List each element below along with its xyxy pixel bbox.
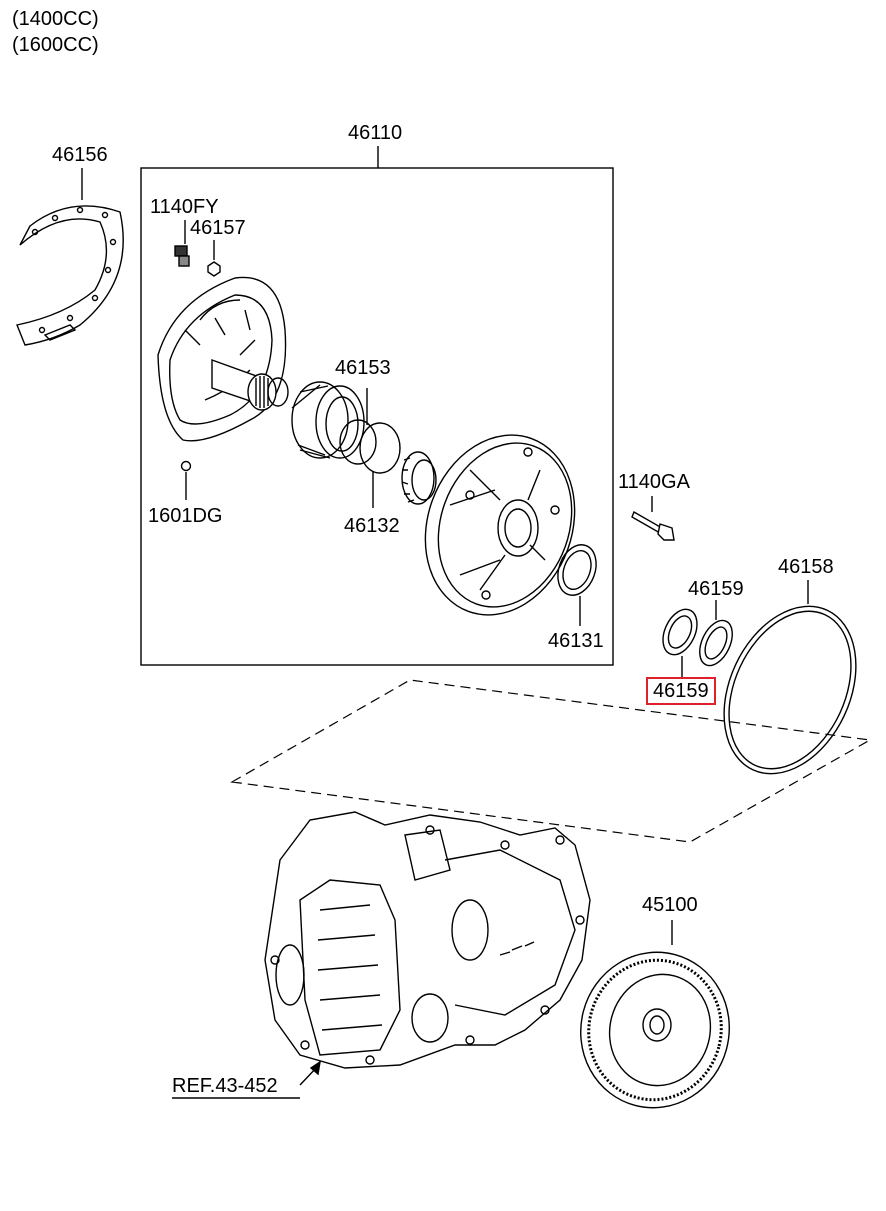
pump-cover: [424, 434, 576, 616]
seal-46159-b: [662, 608, 698, 656]
label-1140FY[interactable]: 1140FY: [150, 196, 219, 218]
header-line-1: (1400CC): [12, 8, 99, 30]
group-box-46110: [140, 167, 614, 666]
nut-46157: [207, 261, 221, 277]
label-46159-upper[interactable]: 46159: [688, 578, 744, 600]
transaxle-case: [264, 811, 591, 1069]
label-46157[interactable]: 46157: [190, 217, 246, 239]
label-1140GA[interactable]: 1140GA: [618, 471, 690, 493]
label-46153[interactable]: 46153: [335, 357, 391, 379]
outer-gear-46153: [291, 381, 365, 459]
seal-46131: [557, 544, 597, 596]
inner-gear: [401, 451, 437, 505]
label-46156[interactable]: 46156: [52, 144, 108, 166]
torque-converter-45100: [580, 951, 730, 1109]
o-ring-46158: [723, 605, 857, 775]
label-46110[interactable]: 46110: [348, 122, 403, 144]
snap-ring-46153: [339, 419, 401, 474]
label-46132[interactable]: 46132: [344, 515, 400, 537]
label-46131[interactable]: 46131: [548, 630, 604, 652]
pin-1601DG: [180, 460, 192, 472]
label-ref-43-452[interactable]: REF.43-452: [172, 1075, 278, 1097]
bolt-1140GA: [631, 510, 675, 541]
gasket-plane-dashed: [230, 679, 872, 843]
label-45100[interactable]: 45100: [642, 894, 698, 916]
gasket-46156: [16, 205, 124, 346]
label-1601DG[interactable]: 1601DG: [148, 505, 223, 527]
ref-arrow: [309, 1060, 321, 1076]
label-46158[interactable]: 46158: [778, 556, 834, 578]
header-line-2: (1600CC): [12, 34, 99, 56]
pump-body: [157, 276, 289, 442]
bolt-1140FY: [174, 245, 190, 267]
label-46159-highlighted[interactable]: 46159: [646, 677, 716, 705]
seal-46159-a: [699, 619, 733, 667]
